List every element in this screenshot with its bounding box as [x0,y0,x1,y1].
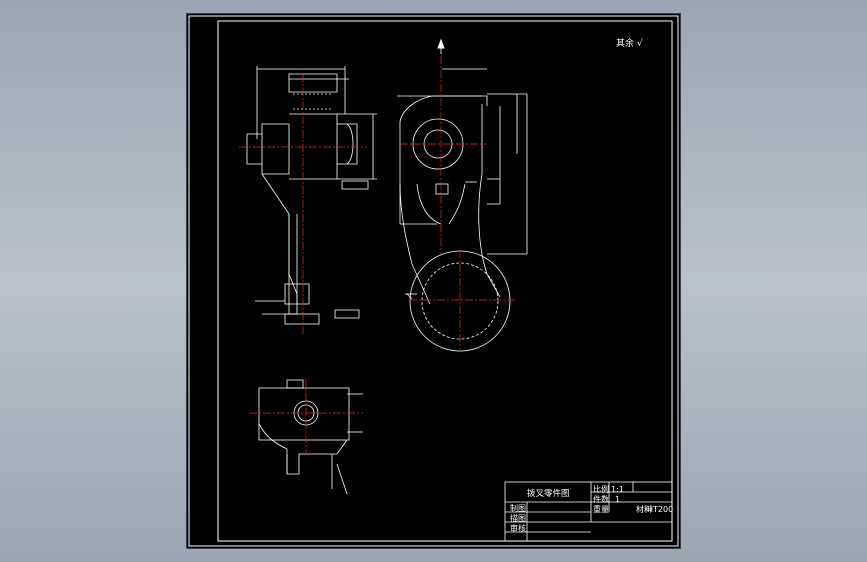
side-view [397,68,528,352]
roughness-note: 其余 √ [616,39,643,49]
front-view-centerlines [239,74,367,334]
side-view-centerlines [400,42,517,350]
scale-label: 比例 [593,485,609,494]
inner-border [217,20,673,542]
weight-label: 重量 [593,505,609,514]
side-view-arrow [437,38,445,54]
section-view-centerlines [249,379,363,454]
material-label: 材料 [636,505,652,514]
outer-border [188,15,679,547]
scale-value: 1:1 [611,485,624,494]
title-block-grid [504,481,673,542]
material-value: HT200 [647,505,674,514]
drawing-title: 拨叉零件图 [527,489,570,499]
drawing-canvas [188,15,679,547]
quantity-label: 件数 [593,495,609,504]
drawing-sheet: 其余 √ 拨叉零件图 比例 1:1 件数 1 重量 材料 HT200 制图 描图… [187,14,680,548]
section-view [258,379,363,495]
drawn-by-label: 制图 [510,504,526,513]
quantity-value: 1 [615,495,621,504]
front-view [246,66,377,325]
reviewed-by-label: 审核 [510,524,526,533]
checked-by-label: 描图 [510,514,526,523]
